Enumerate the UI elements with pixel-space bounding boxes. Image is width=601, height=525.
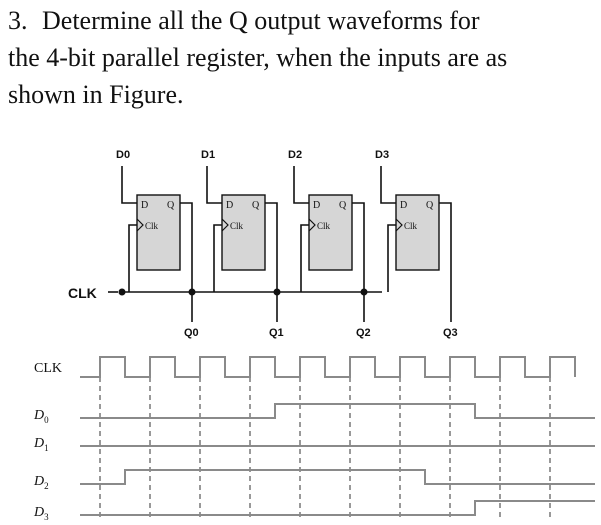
flipflop-2: [308, 194, 353, 271]
ff-d-label-1: D: [226, 200, 233, 211]
clk-wire-2: [300, 224, 309, 292]
question-text: 3. Determine all the Q output waveforms f…: [8, 2, 593, 113]
input-wire-2: [293, 166, 309, 204]
input-wire-3: [380, 166, 396, 204]
junction-0: [188, 288, 196, 296]
flipflop-3: [395, 194, 440, 271]
ff-clk-triangle-1: [221, 218, 229, 232]
output-wire-2: [352, 202, 365, 322]
flipflop-1: [221, 194, 266, 271]
input-label-1: D1: [201, 149, 215, 161]
ff-q-label-3: Q: [426, 200, 434, 211]
input-wire-1: [206, 166, 222, 204]
timing-label-sub-3: 2: [44, 481, 49, 491]
timing-label-1: D0: [33, 408, 49, 425]
ff-d-label-2: D: [313, 200, 320, 211]
output-wire-3: [439, 202, 452, 322]
timing-label-sub-2: 1: [44, 443, 49, 453]
output-wire-0: [180, 202, 193, 322]
question-line-3: shown in Figure.: [8, 80, 184, 109]
junction-1: [273, 288, 281, 296]
timing-label-3: D2: [33, 474, 49, 491]
clk-waveform: [80, 356, 576, 378]
timing-label-2: D1: [33, 436, 49, 453]
output-label-2: Q2: [356, 327, 371, 339]
input-wire-0: [121, 166, 137, 204]
timing-label-0: CLK: [34, 361, 62, 376]
ff-d-label-0: D: [141, 200, 148, 211]
timing-label-4: D3: [33, 505, 49, 522]
input-label-2: D2: [288, 149, 302, 161]
output-wire-1: [265, 202, 278, 322]
junction-2: [360, 288, 368, 296]
flipflop-0: [136, 194, 181, 271]
ff-q-label-1: Q: [252, 200, 260, 211]
clk-wire-3: [387, 224, 396, 292]
timing-label-sub-4: 3: [44, 512, 49, 522]
clk-wire-0: [128, 224, 137, 292]
question-line-1: 3. Determine all the Q output waveforms f…: [8, 2, 593, 39]
ff-clk-triangle-0: [136, 218, 144, 232]
ff-q-label-2: Q: [339, 200, 347, 211]
ff-d-label-3: D: [400, 200, 407, 211]
question-line-1-text: Determine all the Q output waveforms for: [42, 6, 480, 35]
clk-wire-1: [213, 224, 222, 292]
timing-label-sub-1: 0: [44, 415, 49, 425]
question-line-2: the 4-bit parallel register, when the in…: [8, 43, 508, 72]
output-label-3: Q3: [443, 327, 458, 339]
clk-label: CLK: [68, 285, 97, 301]
ff-clk-label-1: Clk: [230, 221, 244, 231]
ff-clk-label-2: Clk: [317, 221, 331, 231]
ff-clk-triangle-2: [308, 218, 316, 232]
output-label-1: Q1: [269, 327, 284, 339]
output-label-0: Q0: [184, 327, 199, 339]
ff-q-label-0: Q: [167, 200, 175, 211]
input-label-0: D0: [116, 149, 130, 161]
waveform-d2: [80, 469, 595, 485]
waveform-d0: [80, 403, 595, 419]
ff-clk-label-0: Clk: [145, 221, 159, 231]
input-label-3: D3: [375, 149, 389, 161]
ff-clk-label-3: Clk: [404, 221, 418, 231]
ff-clk-triangle-3: [395, 218, 403, 232]
question-number: 3.: [8, 6, 28, 35]
waveform-d3: [80, 500, 595, 516]
